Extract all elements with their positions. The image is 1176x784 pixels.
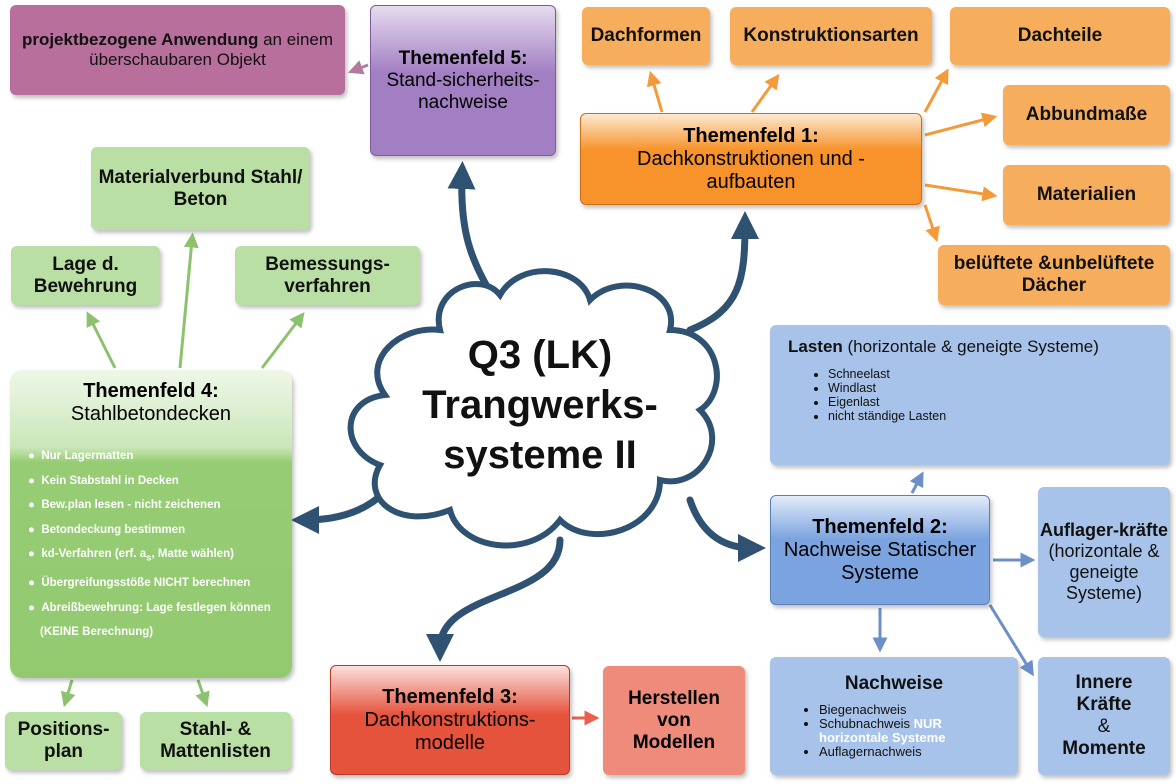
nachweise-title: Nachweise [844,673,944,694]
nachweise-box[interactable]: Nachweise Biegenachweis Schubnachweis NU… [770,657,1018,775]
label: Positions-plan [17,719,110,762]
label: Bemessungs-verfahren [265,253,390,297]
bullet-text: Abreißbewehrung: Lage festlegen können [41,601,271,614]
themenfeld-4[interactable]: Themenfeld 4: Stahlbetondecken ● Nur Lag… [10,370,292,678]
tf2-sub: Nachweise Statischer Systeme [783,538,977,584]
label: Herstellen von Modellen [628,687,720,753]
innere-l2: & [1097,716,1111,737]
bullet: ● kd-Verfahren (erf. as, Matte wählen) [28,548,234,564]
themenfeld-5[interactable]: Themenfeld 5: Stand-sicherheits-nachweis… [370,5,556,156]
arrow-to-tf3 [426,536,564,662]
center-line-3: systeme II [443,433,637,477]
abbundmasse[interactable]: Abbundmaße [1003,85,1170,145]
innere-kraefte[interactable]: Innere Kräfte & Momente [1038,657,1170,775]
bullet: (KEINE Berechnung) [28,620,292,645]
bullet: ● Übergreifungsstöße NICHT berechnen [28,577,251,590]
bullet-text: Nur Lagermatten [41,450,134,462]
bullet: ● Kein Stabstahl in Decken [28,474,179,487]
nachweise-item: Auflagernachweis [819,745,989,759]
bullet-text: Bew.plan lesen - nicht zeichenen [41,499,221,512]
bullet: ● Abreißbewehrung: Lage festlegen können [28,601,271,614]
positionsplan[interactable]: Positions-plan [5,712,122,770]
bullet-text: , Matte wählen) [151,548,234,561]
tf4-sub: Stahlbetondecken [70,403,232,425]
item-text: Schubnachweis [819,716,914,731]
lasten-item: Schneelast [828,367,946,381]
arrow-to-tf2 [686,496,766,562]
tf2-title: Themenfeld 2: [812,515,948,538]
tf1-sub: Dachkonstruktionen und -aufbauten [637,147,865,193]
bullet-text: Übergreifungsstöße NICHT berechnen [41,577,251,590]
nachweise-item: Schubnachweis NUR horizontale Systeme [819,717,989,745]
center-line-1: Q3 (LK) [467,333,613,377]
themenfeld-2[interactable]: Themenfeld 2: Nachweise Statischer Syste… [770,495,990,605]
project-rest: an einem überschaubaren Objekt [89,30,334,69]
dachteile[interactable]: Dachteile [950,7,1170,65]
lasten-rest: (horizontale & geneigte Systeme) [842,337,1099,356]
auflagerkraefte[interactable]: Auflager-kräfte (horizontale & geneigte … [1038,487,1170,637]
highlight: NUR horizontale Systeme [819,716,946,745]
innere-l1: Innere Kräfte [1075,672,1133,715]
themenfeld-1[interactable]: Themenfeld 1: Dachkonstruktionen und -au… [580,113,922,205]
bullet-text: Kein Stabstahl in Decken [41,474,179,487]
tf4-title: Themenfeld 4: [83,380,219,402]
arrow-to-tf1 [686,211,759,334]
lasten-heading: Lasten (horizontale & geneigte Systeme) [788,337,1099,357]
belueftete-daecher[interactable]: belüftete &unbelüftete Dächer [938,245,1170,305]
bullet: ● Betondeckung bestimmen [28,523,186,536]
tf5-title: Themenfeld 5: [398,47,528,69]
cloud-shape [347,268,720,549]
bemessungsverfahren[interactable]: Bemessungs-verfahren [235,246,420,305]
materialien[interactable]: Materialien [1003,165,1170,225]
auflager-bold: Auflager-kräfte [1039,520,1169,540]
label: Abbundmaße [1025,104,1148,125]
lasten-item: Eigenlast [828,395,946,409]
label: Konstruktionsarten [743,25,919,46]
lasten-item: nicht ständige Lasten [828,409,946,423]
label: Dachformen [590,25,702,46]
nachweise-item: Biegenachweis [819,703,989,717]
label: Stahl- & Mattenlisten [160,719,271,762]
tf3-sub: Dachkonstruktions-modelle [364,708,536,754]
bullet-text: Betondeckung bestimmen [41,523,186,536]
label: belüftete &unbelüftete Dächer [953,253,1155,296]
auflager-rest: (horizontale & geneigte Systeme) [1048,541,1160,603]
project-text: projektbezogene Anwendung an einem übers… [20,30,335,70]
bullet: ● Bew.plan lesen - nicht zeichenen [28,499,221,512]
lasten-box[interactable]: Lasten (horizontale & geneigte Systeme) … [770,325,1170,465]
bullet-text: (KEINE Berechnung) [40,626,154,639]
dachformen[interactable]: Dachformen [582,7,710,65]
label: Materialverbund Stahl/ Beton [98,166,303,210]
herstellen-modellen[interactable]: Herstellen von Modellen [603,666,745,775]
center-line-2: Trangwerks- [422,383,658,427]
label: Lage d. Bewehrung [33,253,138,297]
center-topic: Q3 (LK) Trangwerks- systeme II [390,330,690,480]
lasten-item: Windlast [828,381,946,395]
label: Materialien [1036,184,1137,205]
mattenlisten[interactable]: Stahl- & Mattenlisten [140,712,291,770]
bullet: ● Nur Lagermatten [28,450,134,462]
project-box[interactable]: projektbezogene Anwendung an einem übers… [10,5,345,95]
subscript: s [146,552,152,564]
innere-l3: Momente [1062,738,1146,759]
label: Dachteile [1017,25,1103,46]
tf1-title: Themenfeld 1: [683,124,819,147]
lage-bewehrung[interactable]: Lage d. Bewehrung [11,246,160,305]
bullet-text: kd-Verfahren (erf. a [41,548,147,561]
tf5-sub: Stand-sicherheits-nachweise [386,69,540,113]
tf4-bullets: ● Nur Lagermatten ● Kein Stabstahl in De… [10,426,292,645]
project-bold: projektbezogene Anwendung [21,30,259,49]
materialverbund[interactable]: Materialverbund Stahl/ Beton [91,147,310,230]
tf3-title: Themenfeld 3: [382,685,518,708]
themenfeld-3[interactable]: Themenfeld 3: Dachkonstruktions-modelle [330,665,570,775]
konstruktionsarten[interactable]: Konstruktionsarten [730,7,932,65]
lasten-bold: Lasten [788,337,843,356]
